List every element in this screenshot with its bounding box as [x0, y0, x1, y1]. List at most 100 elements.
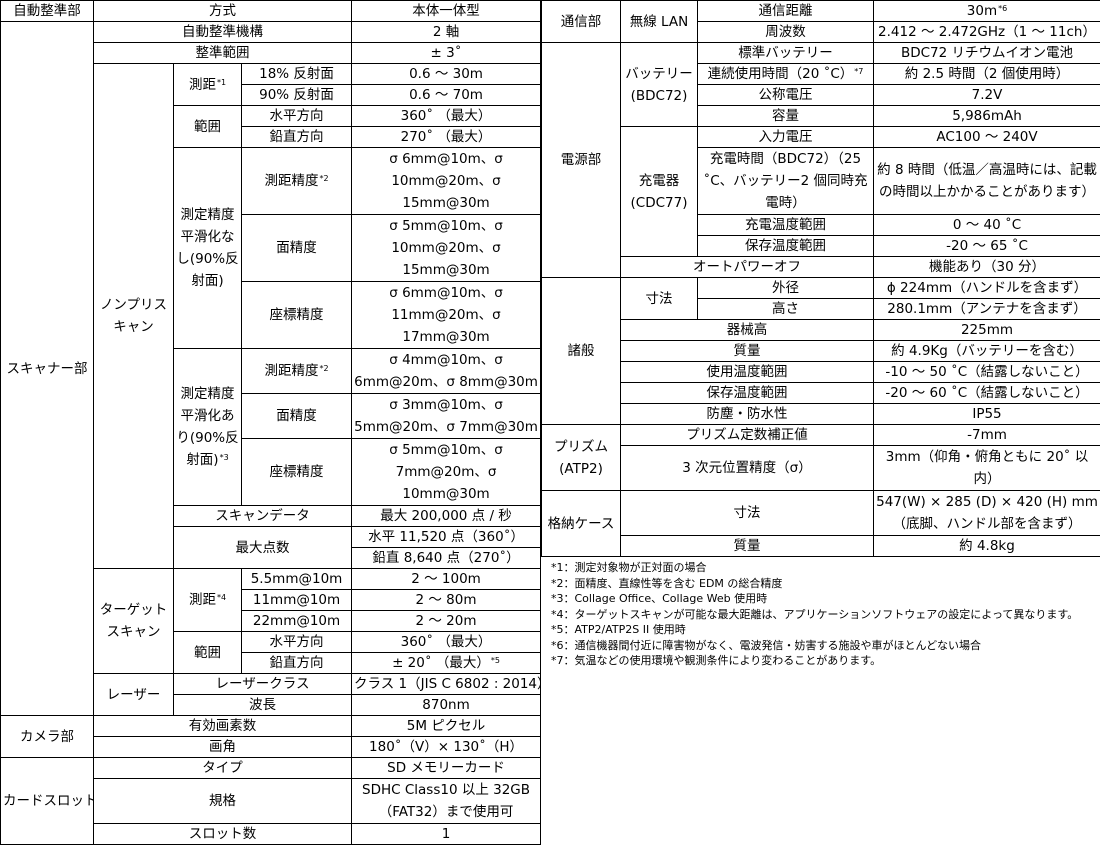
charger-group: 充電器(CDC77) — [621, 127, 698, 257]
laser-class-label: レーザークラス — [174, 674, 352, 695]
max-points-h: 水平 11,520 点（360˚） — [352, 527, 541, 548]
np-r18-label: 18% 反射面 — [242, 64, 352, 85]
target-range-v-value: ± 20˚ （最大）*5 — [352, 653, 541, 674]
position-accuracy-label: 3 次元位置精度（σ） — [621, 446, 874, 491]
std-battery-label: 標準バッテリー — [698, 43, 874, 64]
footnote-6: *6：通信機器間付近に障害物がなく、電波発信・妨害する施設や車がほとんどない場合 — [551, 638, 1100, 654]
storage-temp2-label: 保存温度範囲 — [621, 383, 874, 404]
card-slot-section: カードスロット — [1, 758, 94, 845]
target-scan-group: ターゲットスキャン — [94, 569, 174, 674]
card-type-label: タイプ — [94, 758, 352, 779]
target-d1-value: 2 ～ 100m — [352, 569, 541, 590]
wavelength-label: 波長 — [174, 695, 352, 716]
footnote-1: *1：測定対象物が正対面の場合 — [551, 560, 1100, 576]
np-range-label: 範囲 — [174, 106, 242, 148]
card-type-value: SD メモリーカード — [352, 758, 541, 779]
np-range-h-value: 360˚ （最大） — [352, 106, 541, 127]
instrument-height-value: 225mm — [874, 320, 1100, 341]
prism-section: プリズム(ATP2) — [542, 425, 621, 491]
storage-temp-value: -20 ～ 65 ˚C — [874, 236, 1100, 257]
acc-off-dist-label: 測距精度*2 — [242, 148, 352, 215]
nominal-voltage-label: 公称電圧 — [698, 85, 874, 106]
footnote-7: *7：気温などの使用環境や観測条件により変わることがあります。 — [551, 653, 1100, 669]
acc-off-dist-value: σ 6mm@10m、σ 10mm@20m、σ 15mm@30m — [352, 148, 541, 215]
frequency-value: 2.412 ～ 2.472GHz（1 ～ 11ch） — [874, 22, 1100, 43]
auto-level-section: 自動整準部 — [1, 1, 94, 22]
footnote-5: *5：ATP2/ATP2S II 使用時 — [551, 622, 1100, 638]
camera-section: カメラ部 — [1, 716, 94, 758]
np-range-v-value: 270˚ （最大） — [352, 127, 541, 148]
case-dimensions-label: 寸法 — [621, 491, 874, 536]
nominal-voltage-value: 7.2V — [874, 85, 1100, 106]
auto-level-value: 2 軸 — [352, 22, 541, 43]
wavelength-value: 870nm — [352, 695, 541, 716]
charge-time-label: 充電時間（BDC72）（25 ˚C、バッテリー2 個同時充電時） — [698, 148, 874, 215]
charge-temp-value: 0 ～ 40 ˚C — [874, 215, 1100, 236]
accuracy-off-label: 測定精度平滑化なし(90%反射面) — [174, 148, 242, 349]
acc-off-surf-label: 面精度 — [242, 215, 352, 282]
position-accuracy-value: 3mm（仰角・俯角ともに 20˚ 以内） — [874, 446, 1100, 491]
std-battery-value: BDC72 リチウムイオン電池 — [874, 43, 1100, 64]
pixels-label: 有効画素数 — [94, 716, 352, 737]
pixels-value: 5M ピクセル — [352, 716, 541, 737]
charge-temp-label: 充電温度範囲 — [698, 215, 874, 236]
capacity-value: 5,986mAh — [874, 106, 1100, 127]
mass-value: 約 4.9Kg（バッテリーを含む） — [874, 341, 1100, 362]
target-d3-value: 2 ～ 20m — [352, 611, 541, 632]
method-value: 本体一体型 — [352, 1, 541, 22]
view-angle-label: 画角 — [94, 737, 352, 758]
case-mass-value: 約 4.8kg — [874, 536, 1100, 557]
max-points-v: 鉛直 8,640 点（270˚） — [352, 548, 541, 569]
comm-distance-value: 30m*6 — [874, 1, 1100, 22]
view-angle-value: 180˚（V）× 130˚（H） — [352, 737, 541, 758]
np-r18-value: 0.6 ～ 30m — [352, 64, 541, 85]
scanner-section: スキャナー部 — [1, 22, 94, 716]
cont-use-value: 約 2.5 時間（2 個使用時） — [874, 64, 1100, 85]
charge-time-value: 約 8 時間（低温／高温時には、記載の時間以上かかることがあります） — [874, 148, 1100, 215]
case-mass-label: 質量 — [621, 536, 874, 557]
capacity-label: 容量 — [698, 106, 874, 127]
wireless-lan-label: 無線 LAN — [621, 1, 698, 43]
level-range-value: ± 3˚ — [352, 43, 541, 64]
operating-temp-label: 使用温度範囲 — [621, 362, 874, 383]
target-range-h-label: 水平方向 — [242, 632, 352, 653]
outer-diameter-label: 外径 — [698, 278, 874, 299]
acc-off-surf-value: σ 5mm@10m、σ 10mm@20m、σ 15mm@30m — [352, 215, 541, 282]
target-range-v-label: 鉛直方向 — [242, 653, 352, 674]
ip-rating-value: IP55 — [874, 404, 1100, 425]
instrument-height-label: 器械高 — [621, 320, 874, 341]
comm-distance-label: 通信距離 — [698, 1, 874, 22]
target-distance-label: 測距*4 — [174, 569, 242, 632]
accuracy-on-label: 測定精度平滑化あり(90%反射面)*3 — [174, 349, 242, 506]
acc-on-surf-label: 面精度 — [242, 394, 352, 439]
storage-temp2-value: -20 ～ 60 ˚C（結露しないこと） — [874, 383, 1100, 404]
case-dimensions-value: 547(W) × 285 (D) × 420 (H) mm（底脚、ハンドル部を含… — [874, 491, 1100, 536]
target-range-h-value: 360˚ （最大） — [352, 632, 541, 653]
acc-on-dist-value: σ 4mm@10m、σ 6mm@20m、σ 8mm@30m — [352, 349, 541, 394]
np-range-h-label: 水平方向 — [242, 106, 352, 127]
spec-table-left: 自動整準部 方式 本体一体型 スキャナー部 自動整準機構 2 軸 整準範囲 ± … — [0, 0, 541, 845]
dimensions-label: 寸法 — [621, 278, 698, 320]
outer-diameter-value: ϕ 224mm（ハンドルを含まず） — [874, 278, 1100, 299]
general-section: 諸般 — [542, 278, 621, 425]
input-voltage-label: 入力電圧 — [698, 127, 874, 148]
scan-data-value: 最大 200,000 点 / 秒 — [352, 506, 541, 527]
np-distance-label: 測距*1 — [174, 64, 242, 106]
case-section: 格納ケース — [542, 491, 621, 557]
acc-off-coord-label: 座標精度 — [242, 282, 352, 349]
acc-on-dist-label: 測距精度*2 — [242, 349, 352, 394]
target-d1-label: 5.5mm@10m — [242, 569, 352, 590]
operating-temp-value: -10 ～ 50 ˚C（結露しないこと） — [874, 362, 1100, 383]
footnote-4: *4：ターゲットスキャンが可能な最大距離は、アプリケーションソフトウェアの設定に… — [551, 607, 1100, 623]
spec-table-right: 通信部 無線 LAN 通信距離 30m*6 周波数 2.412 ～ 2.472G… — [541, 0, 1100, 557]
auto-power-off-label: オートパワーオフ — [621, 257, 874, 278]
card-spec-label: 規格 — [94, 779, 352, 824]
cont-use-label: 連続使用時間（20 ˚C）*7 — [698, 64, 874, 85]
acc-on-coord-label: 座標精度 — [242, 439, 352, 506]
target-d3-label: 22mm@10m — [242, 611, 352, 632]
slot-count-label: スロット数 — [94, 824, 352, 845]
target-d2-label: 11mm@10m — [242, 590, 352, 611]
auto-power-off-value: 機能あり（30 分） — [874, 257, 1100, 278]
acc-on-coord-value: σ 5mm@10m、σ 7mm@20m、σ 10mm@30m — [352, 439, 541, 506]
footnotes: *1：測定対象物が正対面の場合 *2：面精度、直線性等を含む EDM の総合精度… — [551, 560, 1100, 669]
